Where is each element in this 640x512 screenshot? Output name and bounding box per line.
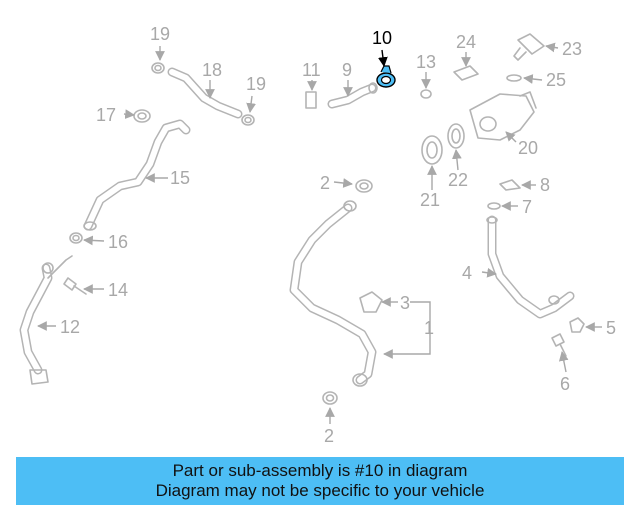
- label-part-16: 16: [108, 232, 128, 252]
- info-banner: Part or sub-assembly is #10 in diagram D…: [16, 457, 624, 505]
- label-part-9: 9: [342, 60, 352, 80]
- part-24-bracket: [453, 65, 479, 81]
- label-part-2-bottom: 2: [324, 426, 334, 446]
- part-23-sensor: [513, 33, 545, 61]
- label-part-1: 1: [424, 318, 434, 338]
- label-part-10-highlighted: 10: [372, 28, 392, 48]
- part-19-clamp-a: [151, 62, 165, 74]
- part-5-nut: [569, 317, 585, 333]
- part-3-bracket: [359, 291, 383, 313]
- banner-line-1: Part or sub-assembly is #10 in diagram: [172, 461, 468, 480]
- part-9-hose: [327, 82, 378, 109]
- part-18-hose: [167, 67, 243, 119]
- part-4-pipe: [486, 215, 575, 319]
- label-part-6: 6: [560, 374, 570, 394]
- part-19-clamp-b: [241, 114, 255, 126]
- label-part-3: 3: [400, 293, 410, 313]
- label-part-21: 21: [420, 190, 440, 210]
- label-part-25: 25: [546, 70, 566, 90]
- leader-lines: [37, 42, 602, 424]
- label-part-24: 24: [456, 32, 476, 52]
- part-13-washer: [420, 89, 432, 99]
- label-part-13: 13: [416, 52, 436, 72]
- label-part-19b: 19: [246, 74, 266, 94]
- part-11-fitting: [305, 91, 317, 109]
- label-part-11: 11: [302, 60, 321, 80]
- part-8-gasket: [499, 179, 521, 191]
- part-10-clamp-highlighted[interactable]: [376, 65, 396, 88]
- part-25-oring: [506, 74, 522, 82]
- part-21-gasket: [421, 135, 443, 165]
- label-part-8: 8: [540, 175, 550, 195]
- label-part-5: 5: [606, 318, 616, 338]
- label-part-20: 20: [518, 138, 538, 158]
- part-2-clamp-bottom: [322, 391, 338, 405]
- label-part-17: 17: [96, 105, 116, 125]
- label-part-14: 14: [108, 280, 128, 300]
- part-22-seal: [447, 123, 465, 149]
- label-part-18: 18: [202, 60, 222, 80]
- part-17-clamp: [133, 109, 151, 123]
- label-part-22: 22: [448, 170, 468, 190]
- label-part-19a: 19: [150, 24, 170, 44]
- label-part-15: 15: [170, 168, 190, 188]
- part-7-oring: [487, 202, 501, 210]
- label-part-12: 12: [60, 317, 80, 337]
- part-6-bolt: [551, 333, 567, 357]
- label-part-23: 23: [562, 39, 582, 59]
- banner-line-2: Diagram may not be specific to your vehi…: [155, 481, 485, 500]
- part-15-hose: [83, 119, 191, 231]
- part-14-bolt: [63, 277, 87, 295]
- label-part-2-top: 2: [320, 173, 330, 193]
- part-1-hose: [289, 200, 377, 387]
- part-12-pipe: [19, 255, 73, 385]
- part-2-clamp-top: [355, 179, 373, 193]
- label-part-4: 4: [462, 263, 472, 283]
- part-16-clamp: [69, 232, 83, 244]
- label-part-7: 7: [522, 197, 532, 217]
- part-20-housing: [469, 91, 537, 141]
